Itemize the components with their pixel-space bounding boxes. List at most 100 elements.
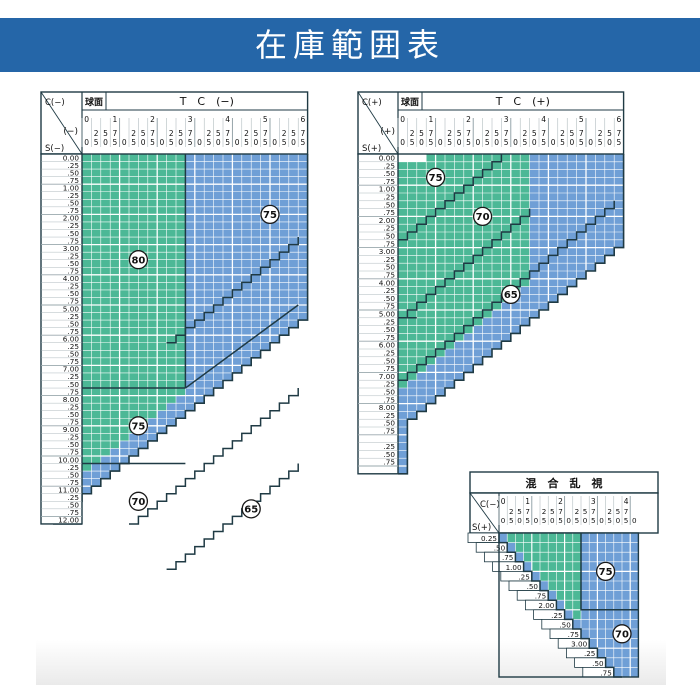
grid-cell [445, 177, 455, 186]
grid-cell [194, 161, 205, 170]
grid-cell [548, 239, 558, 248]
grid-cell [576, 271, 587, 279]
grid-cell [82, 154, 92, 162]
grid-cell [407, 232, 417, 240]
grid-cell [119, 289, 130, 298]
cyl-frac-digit: 0 [400, 138, 405, 147]
grid-cell [100, 176, 111, 185]
grid-cell [492, 232, 502, 240]
mixed-subheader-frame [469, 492, 659, 534]
grid-cell [529, 263, 540, 272]
grid-cell [157, 267, 167, 275]
grid-cell [204, 214, 214, 223]
grid-cell [213, 320, 224, 328]
cyl-frac-digit: 5 [575, 516, 580, 525]
grid-cell [213, 252, 224, 260]
grid-cell [110, 161, 120, 170]
grid-cell [82, 440, 92, 449]
grid-cell [510, 255, 521, 264]
grid-cell [613, 542, 623, 553]
grid-cell [531, 542, 541, 553]
grid-cell [548, 561, 557, 572]
grid-cell [613, 638, 623, 649]
grid-cell [176, 169, 186, 177]
cyl-frac-digit: 0 [457, 138, 462, 147]
grid-cell [539, 255, 549, 264]
grid-cell [232, 267, 242, 275]
grid-cell [523, 542, 532, 553]
grid-cell [185, 395, 195, 404]
grid-cell [548, 278, 558, 287]
grid-cell [279, 252, 289, 260]
grid-cell [251, 221, 261, 230]
grid-cell [564, 542, 573, 553]
grid-cell [82, 206, 92, 215]
cyl-frac-digit: 5 [94, 138, 99, 147]
grid-cell [157, 365, 167, 374]
corner-diagonal [357, 91, 399, 155]
grid-cell [204, 305, 214, 313]
grid-cell [147, 221, 158, 230]
grid-cell [91, 154, 101, 162]
grid-cell [529, 169, 540, 178]
grid-cell [82, 312, 92, 321]
grid-cell [232, 191, 242, 200]
zone-value-badge [260, 204, 280, 225]
grid-cell [501, 169, 511, 178]
sphere-label: .75 [383, 239, 395, 248]
grid-cell [204, 184, 214, 192]
grid-cell [82, 410, 92, 419]
grid-cell [223, 297, 233, 306]
grid-cell [176, 289, 186, 298]
grid-cell [454, 356, 464, 365]
grid-cell [251, 154, 261, 162]
grid-cell [557, 271, 568, 279]
grid-cell [213, 274, 224, 283]
grid-cell [129, 244, 139, 253]
cyl-frac-digit: 2 [207, 129, 212, 138]
grid-cell [91, 244, 101, 253]
cyl-frac-digit: 7 [504, 129, 509, 138]
sphere-label: .50 [67, 380, 79, 389]
grid-cell [614, 185, 624, 194]
grid-cell [597, 609, 606, 620]
sphere-label: .75 [67, 418, 79, 427]
grid-cell [539, 294, 549, 303]
cyl-frac-digit: 2 [131, 129, 136, 138]
grid-cell [194, 365, 205, 374]
grid-cell [176, 267, 186, 275]
grid-cell [82, 259, 92, 268]
grid-cell [129, 206, 139, 215]
grid-cell [595, 208, 605, 217]
grid-cell [454, 333, 464, 342]
grid-cell [435, 154, 446, 162]
cyl-int-label: 3 [188, 115, 193, 124]
grid-cell [82, 456, 92, 464]
grid-cell [407, 294, 417, 303]
grid-cell [556, 600, 565, 610]
grid-cell [576, 177, 587, 186]
grid-cell [232, 312, 242, 321]
grid-cell [251, 289, 261, 298]
cyl-frac-digit: 7 [591, 507, 596, 516]
grid-cell [595, 239, 605, 248]
grid-cell [586, 239, 596, 248]
cyl-frac-digit: 0 [122, 138, 127, 147]
grid-cell [445, 364, 455, 373]
grid-cell [251, 282, 261, 291]
zone-value-badge [501, 284, 521, 305]
grid-cell [520, 271, 530, 279]
grid-cell [82, 191, 92, 200]
grid-cell [630, 533, 639, 543]
grid-cell [507, 533, 516, 543]
grid-cell [529, 185, 540, 194]
grid-cell [564, 561, 573, 572]
cyl-frac-digit: 0 [84, 138, 89, 147]
grid-cell [523, 552, 532, 562]
grid-cell [435, 239, 446, 248]
grid-cell [251, 312, 261, 321]
grid-cell [510, 271, 521, 279]
grid-cell [213, 327, 224, 336]
grid-cell [232, 274, 242, 283]
grid-cell [166, 206, 177, 215]
